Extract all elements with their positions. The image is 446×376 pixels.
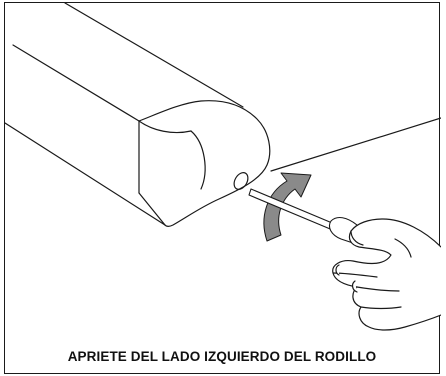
clockwise-rotation-arrow-icon [263,172,312,242]
hand-icon [332,218,441,331]
caption-row: APRIETE DEL LADO IZQUIERDO DEL RODILLO [5,343,439,369]
instruction-panel: APRIETE DEL LADO IZQUIERDO DEL RODILLO [4,2,441,374]
instruction-illustration [5,3,441,331]
roller-housing-illustration [5,3,441,227]
instruction-caption: APRIETE DEL LADO IZQUIERDO DEL RODILLO [67,348,377,364]
